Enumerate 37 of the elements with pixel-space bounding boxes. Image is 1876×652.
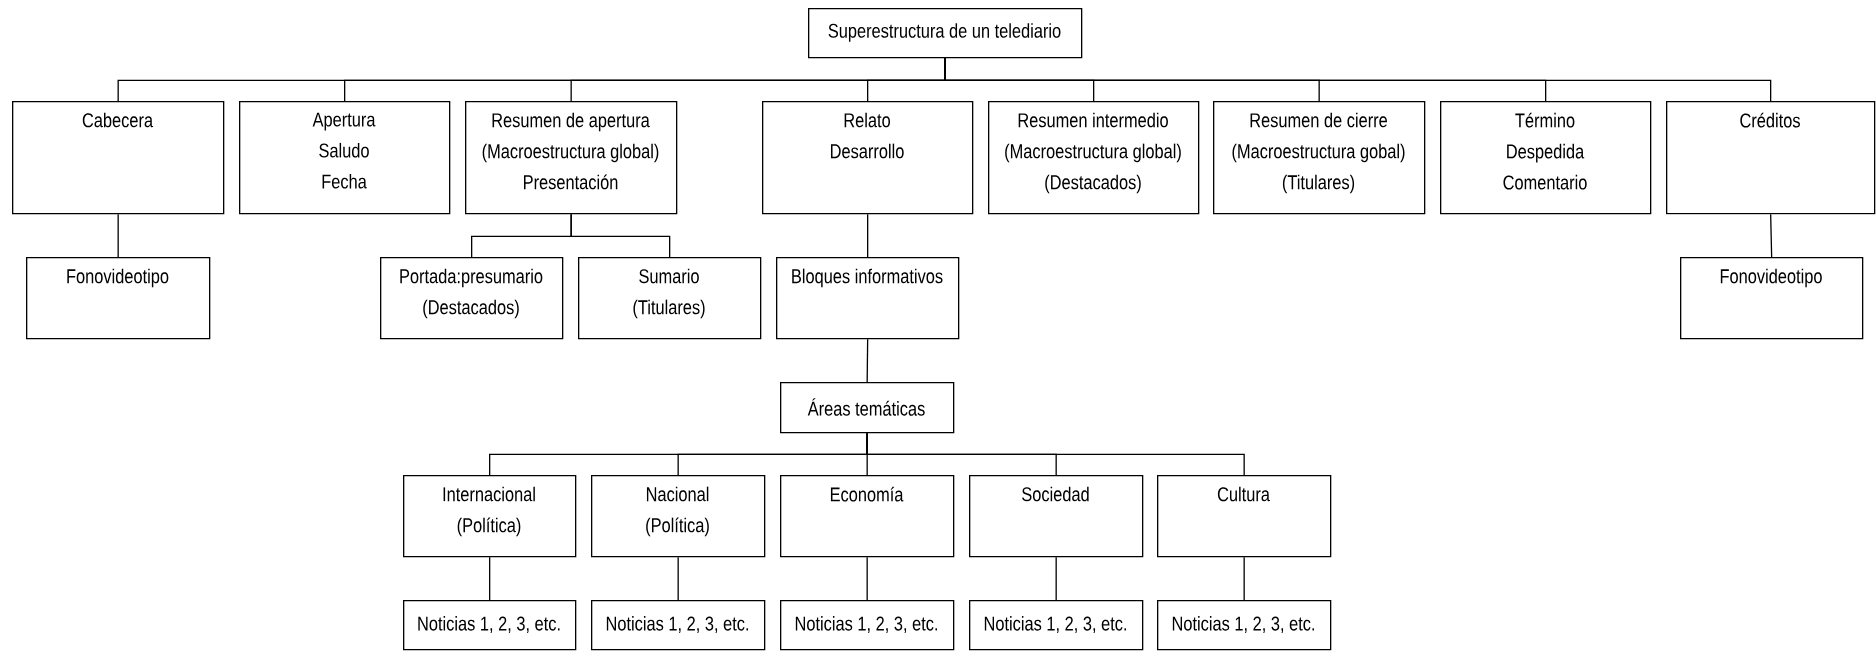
text-box: Noticias 1, 2, 3, etc. — [780, 600, 955, 651]
text-box: Relato Desarrollo — [762, 101, 974, 215]
text-box: Noticias 1, 2, 3, etc. — [969, 600, 1144, 651]
text-box: Fonovideotipo — [26, 257, 211, 340]
text-box: Internacional (Política) — [403, 475, 577, 558]
connector-line — [489, 556, 491, 601]
text-box: Cultura — [1157, 475, 1332, 558]
text-box: Bloques informativos — [776, 257, 960, 340]
text-box: Cabecera — [12, 101, 225, 215]
text-box: Noticias 1, 2, 3, etc. — [591, 600, 766, 651]
text-box: Resumen de cierre (Macroestructura gobal) (Titulares) — [1213, 101, 1426, 215]
connector-line — [866, 338, 869, 383]
text-box: Áreas temáticas — [780, 382, 955, 434]
text-box: Término Despedida Comentario — [1440, 101, 1652, 215]
text-box: Sumario (Titulares) — [578, 257, 762, 340]
connector-line — [944, 57, 1772, 102]
text-box: Sociedad — [969, 475, 1144, 558]
text-box: Fonovideotipo — [1680, 257, 1864, 340]
connector-line — [117, 213, 119, 258]
text-box: Resumen intermedio (Macroestructura global) (Destacados) — [988, 101, 1200, 215]
text-box: Noticias 1, 2, 3, etc. — [403, 600, 577, 651]
connector-line — [1055, 556, 1057, 601]
text-box: Apertura Saludo Fecha — [239, 101, 451, 215]
connector-line — [1243, 556, 1245, 601]
connector-line — [570, 213, 671, 258]
text-box: Superestructura de un telediario — [808, 8, 1083, 59]
text-box: Portada:presumario (Destacados) — [380, 257, 564, 340]
text-box: Créditos — [1666, 101, 1876, 215]
connector-line — [677, 556, 679, 601]
text-box: Economía — [780, 475, 955, 558]
connector-line — [866, 556, 868, 601]
text-box: Resumen de apertura (Macroestructura global) Presentación — [465, 101, 678, 215]
text-box: Noticias 1, 2, 3, etc. — [1157, 600, 1332, 651]
connector-line — [867, 213, 869, 258]
connector-line — [866, 432, 1245, 476]
connector-line — [1770, 213, 1773, 258]
text-box: Nacional (Política) — [591, 475, 766, 558]
